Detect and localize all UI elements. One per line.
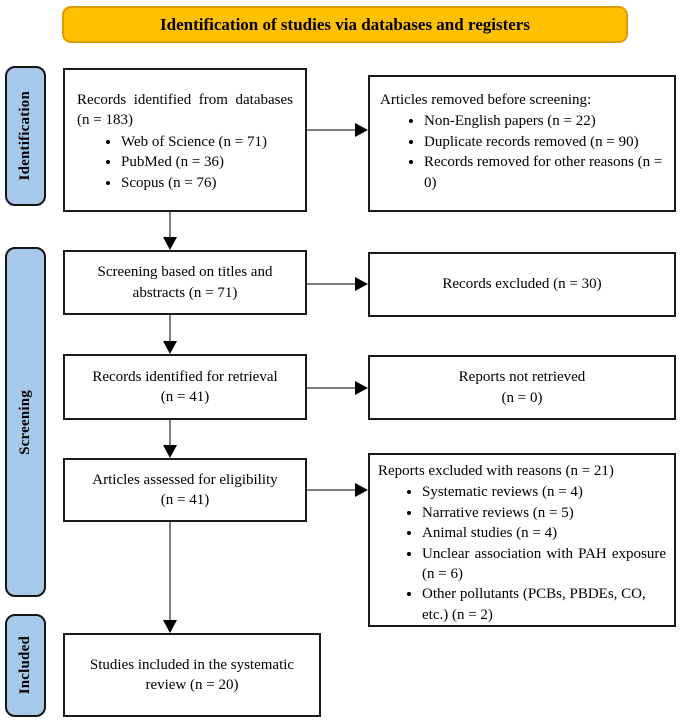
box-articles-assessed: Articles assessed for eligibility (n = 4…	[63, 458, 307, 522]
arrow-right-icon	[355, 123, 368, 137]
arrow-line	[169, 315, 171, 344]
box-records-identified: Records identified from databases (n = 1…	[63, 68, 307, 212]
arrow-line	[307, 489, 357, 491]
reports-not-retrieved-text: Reports not retrieved (n = 0)	[458, 369, 586, 406]
arrow-line	[307, 283, 357, 285]
articles-assessed-text: Articles assessed for eligibility (n = 4…	[92, 471, 278, 508]
diagram-title: Identification of studies via databases …	[160, 14, 530, 34]
reports-excluded-list: Systematic reviews (n = 4) Narrative rev…	[378, 482, 666, 625]
diagram-title-banner: Identification of studies via databases …	[62, 6, 628, 43]
arrow-line	[169, 522, 171, 623]
stage-identification-label: Identification	[17, 91, 33, 181]
list-item: Unclear association with PAH exposure (n…	[422, 544, 666, 585]
list-item: Non-English papers (n = 22)	[424, 111, 664, 131]
stage-included-label: Included	[17, 636, 33, 695]
records-retrieval-text: Records identified for retrieval (n = 41…	[92, 368, 278, 405]
list-item: PubMed (n = 36)	[121, 152, 293, 172]
list-item: Scopus (n = 76)	[121, 173, 293, 193]
records-identified-list: Web of Science (n = 71) PubMed (n = 36) …	[77, 132, 293, 193]
arrow-line	[307, 387, 357, 389]
reports-excluded-intro: Reports excluded with reasons (n = 21)	[378, 463, 614, 479]
box-articles-removed: Articles removed before screening: Non-E…	[368, 75, 676, 212]
box-records-retrieval: Records identified for retrieval (n = 41…	[63, 354, 307, 420]
articles-removed-list: Non-English papers (n = 22) Duplicate re…	[380, 111, 664, 193]
arrow-down-icon	[163, 620, 177, 633]
arrow-line	[169, 212, 171, 240]
box-screening-titles: Screening based on titles and abstracts …	[63, 250, 307, 315]
box-reports-not-retrieved: Reports not retrieved (n = 0)	[368, 355, 676, 420]
stage-included: Included	[5, 614, 46, 717]
stage-screening: Screening	[5, 247, 46, 597]
list-item: Duplicate records removed (n = 90)	[424, 132, 664, 152]
arrow-down-icon	[163, 237, 177, 250]
arrow-right-icon	[355, 483, 368, 497]
box-studies-included: Studies included in the systematic revie…	[63, 633, 321, 717]
list-item: Animal studies (n = 4)	[422, 523, 666, 543]
arrow-line	[307, 129, 357, 131]
stage-screening-label: Screening	[17, 389, 33, 455]
box-reports-excluded: Reports excluded with reasons (n = 21) S…	[368, 453, 676, 627]
records-excluded-text: Records excluded (n = 30)	[442, 276, 602, 293]
articles-removed-intro: Articles removed before screening:	[380, 92, 592, 108]
list-item: Narrative reviews (n = 5)	[422, 503, 666, 523]
screening-titles-text: Screening based on titles and abstracts …	[97, 264, 273, 301]
arrow-right-icon	[355, 277, 368, 291]
list-item: Other pollutants (PCBs, PBDEs, CO, etc.)…	[422, 584, 666, 625]
box-records-excluded: Records excluded (n = 30)	[368, 252, 676, 317]
arrow-line	[169, 420, 171, 448]
arrow-right-icon	[355, 381, 368, 395]
list-item: Records removed for other reasons (n = 0…	[424, 152, 664, 193]
stage-identification: Identification	[5, 66, 46, 206]
records-identified-intro: Records identified from databases (n = 1…	[77, 92, 293, 129]
arrow-down-icon	[163, 445, 177, 458]
studies-included-text: Studies included in the systematic revie…	[89, 656, 295, 693]
arrow-down-icon	[163, 341, 177, 354]
list-item: Systematic reviews (n = 4)	[422, 482, 666, 502]
list-item: Web of Science (n = 71)	[121, 132, 293, 152]
